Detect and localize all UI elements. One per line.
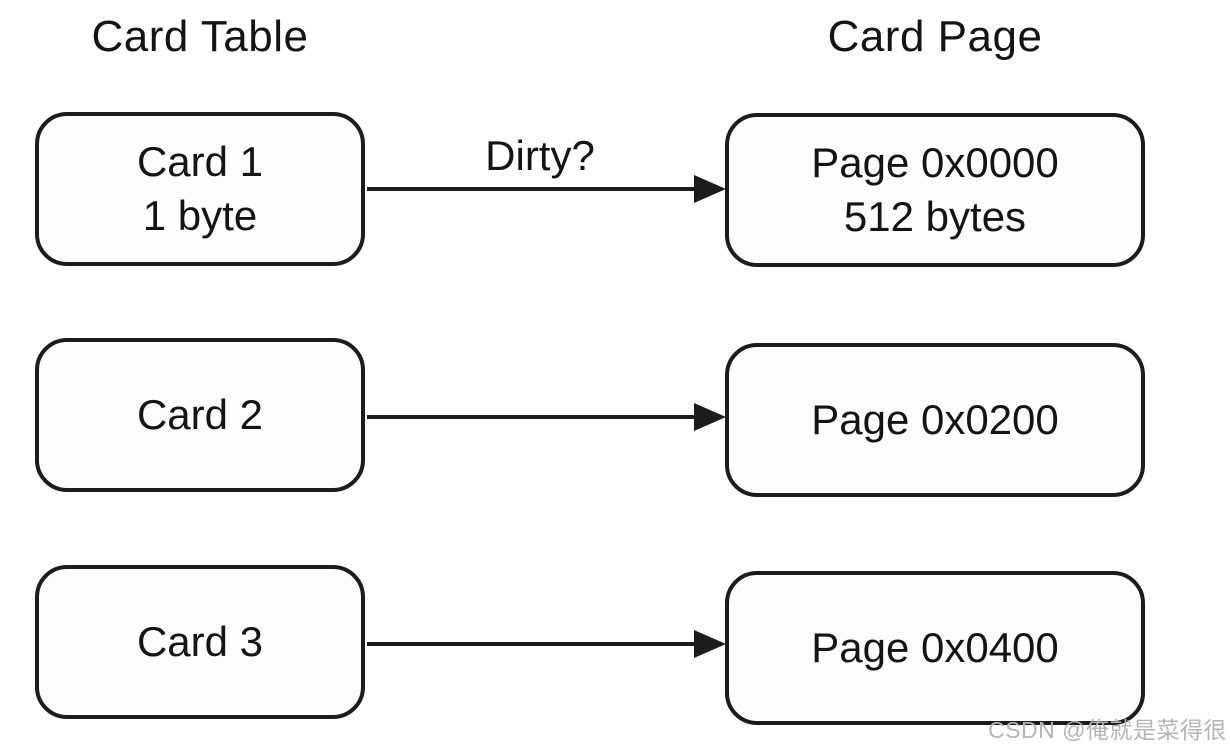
- card-1-box: Card 1 1 byte: [35, 112, 365, 266]
- page-0x0000-box: Page 0x0000 512 bytes: [725, 113, 1145, 267]
- card-1-label: Card 1: [136, 138, 264, 186]
- page-0x0400-label: Page 0x0400: [811, 624, 1059, 672]
- page-0x0000-label: Page 0x0000: [811, 139, 1059, 187]
- card-3-box: Card 3: [35, 565, 365, 719]
- page-0x0400-box: Page 0x0400: [725, 571, 1145, 725]
- card-page-column-title: Card Page: [827, 12, 1043, 61]
- page-0x0200-label: Page 0x0200: [811, 396, 1059, 444]
- card-1-sublabel: 1 byte: [142, 192, 258, 239]
- card-2-box: Card 2: [35, 338, 365, 492]
- page-0x0200-box: Page 0x0200: [725, 343, 1145, 497]
- arrow-card2-to-page2: [367, 403, 726, 431]
- arrow-card1-to-page1: [367, 175, 726, 203]
- card-2-label: Card 2: [136, 391, 264, 439]
- card-table-column-title: Card Table: [91, 12, 309, 61]
- dirty-arrow-label: Dirty?: [485, 132, 595, 179]
- page-0x0000-sublabel: 512 bytes: [843, 193, 1027, 240]
- csdn-watermark: CSDN @俺就是菜得很: [988, 717, 1227, 743]
- arrow-card3-to-page3: [367, 630, 726, 658]
- card-3-label: Card 3: [136, 618, 264, 666]
